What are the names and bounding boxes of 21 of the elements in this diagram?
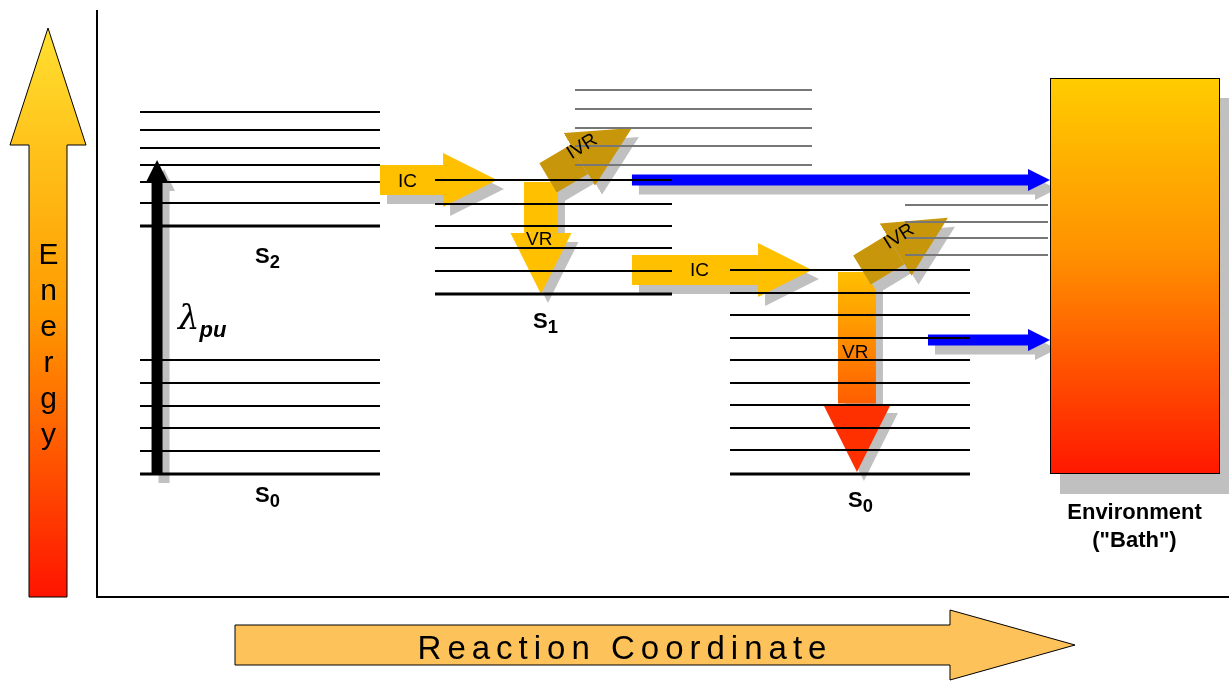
arrow: [539, 128, 632, 193]
edge-label: IC: [398, 171, 417, 190]
edge-label: λ$_{pu}$: [178, 300, 227, 341]
arrow: [853, 217, 948, 285]
arrow: [631, 169, 1050, 191]
axis-label: Energy: [31, 236, 66, 455]
arrow: [928, 329, 1050, 352]
state-label: S$_{1}$: [533, 308, 558, 339]
state-label: S$_{2}$: [255, 243, 280, 274]
edge-label: VR: [526, 229, 553, 248]
axis-label: Reaction Coordinate: [416, 628, 834, 668]
arrow: [146, 160, 169, 475]
box-label: Environment ("Bath"): [1066, 498, 1203, 554]
state-label: S$_{0}$: [848, 487, 873, 518]
edge-label: VR: [842, 342, 869, 361]
state-label: S$_{0}$: [255, 482, 280, 513]
edge-label: IVR: [880, 219, 917, 253]
edge-label: IVR: [563, 129, 600, 163]
arrow: [822, 272, 892, 472]
arrow: [510, 181, 572, 294]
edge-label: IC: [690, 260, 709, 279]
